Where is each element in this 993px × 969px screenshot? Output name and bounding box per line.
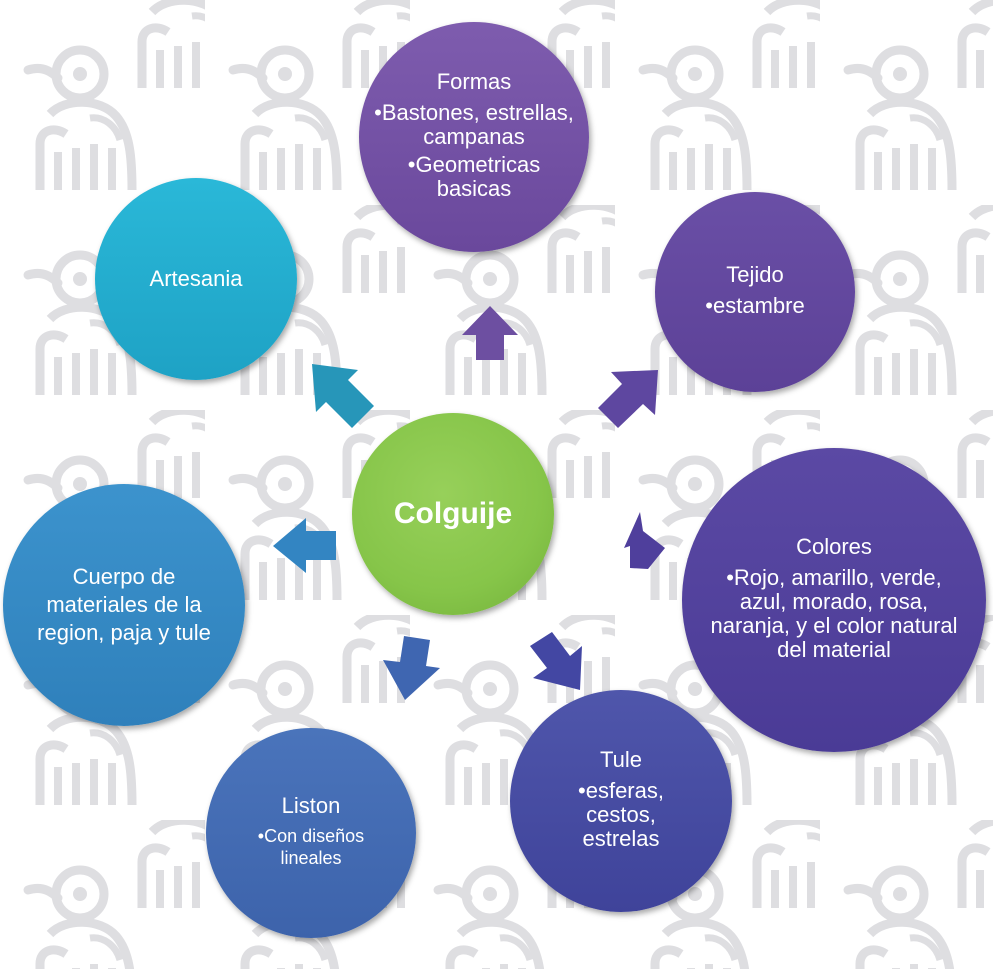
node-formas-title: Formas (436, 69, 512, 94)
arrow-to-tejido (598, 370, 658, 428)
node-liston-title: Liston (281, 793, 341, 818)
node-tejido-title: Tejido (726, 262, 784, 287)
arrow-to-artesania (312, 364, 374, 428)
node-tejido-list: estambre (705, 294, 805, 322)
node-artesania-title: Artesania (149, 266, 243, 291)
arrow-to-cuerpo (273, 518, 336, 573)
node-tejido: Tejido estambre (655, 192, 855, 392)
node-tule-title: Tule (600, 747, 642, 772)
node-colores-list: Rojo, amarillo, verde, azul, morado, ros… (708, 566, 960, 666)
node-liston-list: Con diseños lineales (206, 825, 416, 873)
center-label: Colguije (393, 497, 513, 530)
arrow-to-liston (383, 636, 440, 700)
node-formas-item: Geometricas basicas (373, 153, 575, 201)
node-tule-item: esferas, cestos, estrelas (550, 779, 692, 851)
node-formas-list: Bastones, estrellas, campanas Geometrica… (373, 101, 575, 205)
center-node-colguije: Colguije (352, 413, 554, 615)
node-formas-item: Bastones, estrellas, campanas (373, 101, 575, 149)
node-formas: Formas Bastones, estrellas, campanas Geo… (359, 22, 589, 252)
node-cuerpo: Cuerpo de materiales de la region, paja … (3, 484, 245, 726)
arrow-to-tule (530, 632, 582, 690)
node-tejido-item: estambre (705, 294, 805, 318)
node-liston-item: Con diseños lineales (246, 825, 376, 869)
node-cuerpo-title: Cuerpo de materiales de la region, paja … (37, 564, 211, 645)
node-colores-title: Colores (796, 534, 872, 559)
node-artesania: Artesania (95, 178, 297, 380)
node-tule-list: esferas, cestos, estrelas (510, 779, 732, 855)
node-liston: Liston Con diseños lineales (206, 728, 416, 938)
node-colores: Colores Rojo, amarillo, verde, azul, mor… (682, 448, 986, 752)
node-tule: Tule esferas, cestos, estrelas (510, 690, 732, 912)
arrow-to-formas (462, 306, 518, 360)
node-colores-item: Rojo, amarillo, verde, azul, morado, ros… (708, 566, 960, 662)
arrow-to-colores (624, 512, 665, 569)
